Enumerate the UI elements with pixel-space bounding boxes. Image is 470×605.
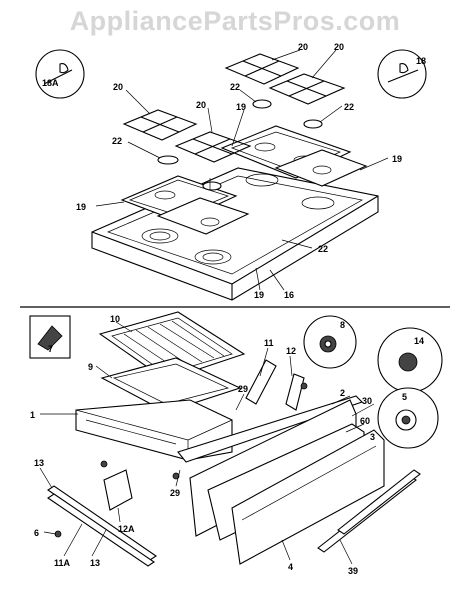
side-rail xyxy=(177,395,364,463)
valve-center xyxy=(401,415,411,425)
burner-head xyxy=(149,231,171,241)
hinge-bracket xyxy=(103,469,133,511)
label-16: 16 xyxy=(284,290,294,300)
broiler-drip-pan xyxy=(100,357,242,413)
label-18: 18 xyxy=(416,56,426,66)
label-4: 4 xyxy=(288,562,293,572)
label-3: 3 xyxy=(370,432,375,442)
igniter-inset-right xyxy=(377,49,427,99)
label-39: 39 xyxy=(348,566,358,576)
screw-icon xyxy=(300,382,308,390)
bottom-rail xyxy=(47,485,157,561)
part-labels: 18A 18 20 20 20 20 22 22 22 22 19 19 19 … xyxy=(30,42,426,576)
label-5: 5 xyxy=(402,392,407,402)
label-19: 19 xyxy=(76,202,86,212)
cooktop-body xyxy=(91,167,379,301)
bottom-rail-lower xyxy=(47,493,155,567)
label-19: 19 xyxy=(236,102,246,112)
label-14: 14 xyxy=(414,336,424,346)
label-19: 19 xyxy=(392,154,402,164)
label-20: 20 xyxy=(298,42,308,52)
screw-icon xyxy=(172,472,180,480)
broiler-frame xyxy=(75,399,233,461)
label-29: 29 xyxy=(170,488,180,498)
burner-head xyxy=(202,252,224,262)
label-60: 60 xyxy=(360,416,370,426)
broiler-grid-inner xyxy=(111,317,233,375)
drip-pan xyxy=(274,149,368,187)
burner-grate xyxy=(224,53,300,85)
drip-pan-hole xyxy=(254,142,276,152)
label-19: 19 xyxy=(254,290,264,300)
label-20: 20 xyxy=(113,82,123,92)
label-1: 1 xyxy=(30,410,35,420)
drawer-detail xyxy=(241,445,377,521)
label-11: 11 xyxy=(264,338,274,348)
igniter-right-icon xyxy=(387,63,419,83)
drip-pan xyxy=(156,197,250,235)
knob-icon xyxy=(398,352,418,372)
burner-ring xyxy=(252,99,272,109)
label-12: 12 xyxy=(286,346,296,356)
label-2: 2 xyxy=(340,388,345,398)
drip-pan-hole xyxy=(312,165,332,175)
burner-bowl xyxy=(301,196,335,210)
drip-pan-hole xyxy=(200,217,220,227)
label-11a: 11A xyxy=(54,558,71,568)
label-22: 22 xyxy=(318,244,328,254)
watermark: AppliancePartsPros.com xyxy=(69,6,401,36)
label-13: 13 xyxy=(90,558,100,568)
label-6: 6 xyxy=(34,528,39,538)
burner-bowl xyxy=(141,228,179,244)
label-29: 29 xyxy=(238,384,248,394)
burner-grate xyxy=(174,131,252,163)
burner-grate xyxy=(268,73,346,105)
support-rod xyxy=(245,359,277,405)
screw-icon xyxy=(100,460,108,468)
burner-ring xyxy=(303,119,323,129)
support-bracket xyxy=(285,373,305,411)
label-7: 7 xyxy=(48,344,53,354)
drip-pan-lower-inner xyxy=(112,363,230,405)
burner-grate xyxy=(122,109,198,141)
label-20: 20 xyxy=(196,100,206,110)
burner-bowl xyxy=(194,249,232,265)
grommet-hole xyxy=(324,340,332,348)
drip-pan-hole xyxy=(154,190,176,200)
cooktop-assembly xyxy=(35,49,427,301)
label-30: 30 xyxy=(362,396,372,406)
frame-rail xyxy=(85,419,177,445)
burner-ring xyxy=(202,181,222,191)
upper-leaders xyxy=(95,49,389,291)
drawer-front-panel xyxy=(231,429,385,565)
igniter-left-icon xyxy=(43,63,73,85)
burner-bowl xyxy=(245,173,279,187)
label-10: 10 xyxy=(110,314,120,324)
broiler-pan-grid xyxy=(98,311,246,381)
label-20: 20 xyxy=(334,42,344,52)
label-9: 9 xyxy=(88,362,93,372)
trim-strip-upper xyxy=(337,469,421,535)
label-22: 22 xyxy=(230,82,240,92)
label-22: 22 xyxy=(112,136,122,146)
igniter-inset-left xyxy=(35,49,85,99)
label-12a: 12A xyxy=(118,524,135,534)
label-18a: 18A xyxy=(42,78,59,88)
lower-leaders xyxy=(39,321,375,565)
label-8: 8 xyxy=(340,320,345,330)
clip-icon xyxy=(37,325,63,351)
burner-ring xyxy=(157,155,179,165)
drip-pan-inner xyxy=(230,131,341,173)
label-13: 13 xyxy=(34,458,44,468)
label-22: 22 xyxy=(344,102,354,112)
broiler-assembly xyxy=(29,311,443,567)
drip-pan-inner xyxy=(128,179,230,217)
